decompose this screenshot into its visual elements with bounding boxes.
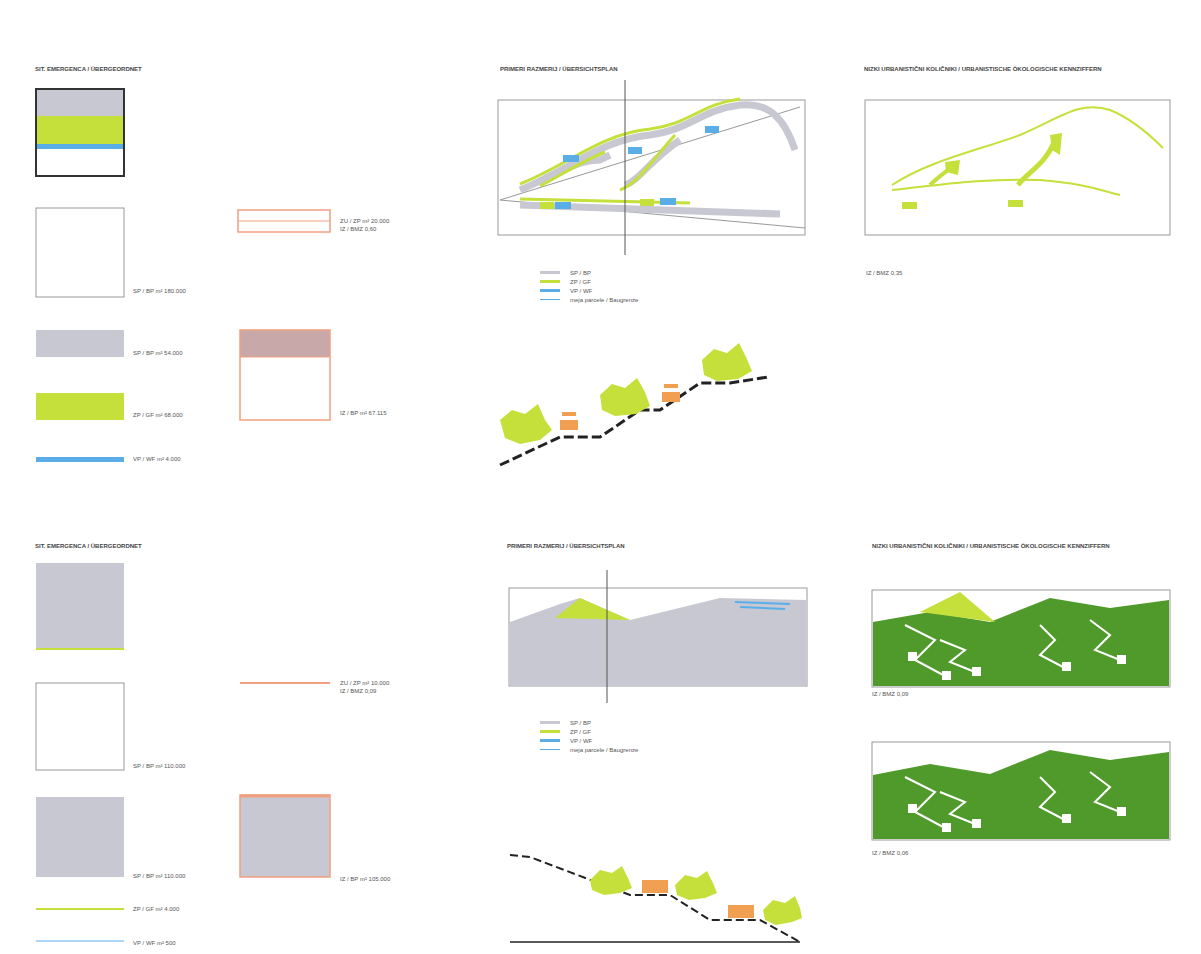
section-title: PRIMERI RAZMERIJ / ÜBERSICHTSPLAN: [507, 543, 625, 550]
section-title: NIZKI URBANISTIČNI KOLIČNIKI / URBANISTI…: [864, 66, 1102, 73]
terrain-section: [510, 855, 802, 942]
area-label: VP / WF m² 4.000: [133, 456, 181, 463]
legend-text: VP / WF: [570, 738, 592, 744]
ecological-index-plan: [865, 100, 1170, 235]
legend-swatch: [540, 299, 560, 300]
index-label: IZ / BMZ 0,06: [872, 850, 908, 857]
legend-swatch: [540, 749, 560, 750]
area-swatches: [36, 89, 330, 462]
legend-row: SP / BP: [540, 718, 638, 727]
area-label: ZP / GF m² 68.000: [133, 412, 183, 419]
area-swatches: [36, 563, 330, 941]
site-plan: [509, 570, 807, 703]
section-title: SIT. EMERGENCA / ÜBERGEORDNET: [35, 543, 142, 550]
legend-swatch: [540, 739, 560, 742]
legend-text: ZP / GF: [570, 729, 591, 735]
legend-row: VP / WF: [540, 736, 638, 745]
area-label: ZU / ZP m² 10.000: [340, 680, 389, 687]
index-label: IZ / BMZ 0,60: [340, 226, 376, 233]
legend-text: ZP / GF: [570, 279, 591, 285]
legend-swatch: [540, 280, 560, 283]
area-label: SP / BP m² 110.000: [133, 763, 185, 770]
legend-swatch: [540, 271, 560, 274]
legend-row: meja parcele / Baugrenze: [540, 295, 638, 304]
section-title: PRIMERI RAZMERIJ / ÜBERSICHTSPLAN: [500, 66, 618, 73]
index-label: IZ / BMZ 0,09: [872, 691, 908, 698]
index-label: IZ / BMZ 0,35: [866, 270, 902, 277]
site-plan: [498, 80, 805, 255]
section-title: SIT. EMERGENCA / ÜBERGEORDNET: [35, 66, 142, 73]
legend-row: VP / WF: [540, 286, 638, 295]
area-label: SP / BP m² 110.000: [133, 873, 185, 880]
legend: SP / BP ZP / GF VP / WF meja parcele / Baug…: [540, 268, 638, 304]
terrain-section: [500, 343, 768, 465]
legend-row: SP / BP: [540, 268, 638, 277]
legend-swatch: [540, 730, 560, 733]
area-label: SP / BP m² 180.000: [133, 288, 186, 295]
legend-text: VP / WF: [570, 288, 592, 294]
area-label: IZ / BP m² 105.000: [340, 876, 390, 883]
legend-text: meja parcele / Baugrenze: [570, 297, 638, 303]
legend-row: ZP / GF: [540, 277, 638, 286]
legend-text: meja parcele / Baugrenze: [570, 747, 638, 753]
legend-swatch: [540, 289, 560, 292]
legend-swatch: [540, 721, 560, 724]
index-label: IZ / BMZ 0,09: [340, 688, 376, 695]
area-label: VP / WF m² 500: [133, 940, 176, 947]
legend-text: SP / BP: [570, 270, 591, 276]
area-label: IZ / BP m² 67.115: [340, 410, 386, 417]
area-label: ZP / GF m² 4.000: [133, 906, 179, 913]
legend-row: ZP / GF: [540, 727, 638, 736]
area-label: SP / BP m² 54.000: [133, 350, 182, 357]
area-label: ZU / ZP m² 20.000: [340, 218, 389, 225]
ecological-index-plan: [872, 590, 1170, 840]
legend-row: meja parcele / Baugrenze: [540, 745, 638, 754]
legend-text: SP / BP: [570, 720, 591, 726]
legend: SP / BP ZP / GF VP / WF meja parcele / Baug…: [540, 718, 638, 754]
section-title: NIZKI URBANISTIČNI KOLIČNIKI / URBANISTI…: [872, 543, 1110, 550]
